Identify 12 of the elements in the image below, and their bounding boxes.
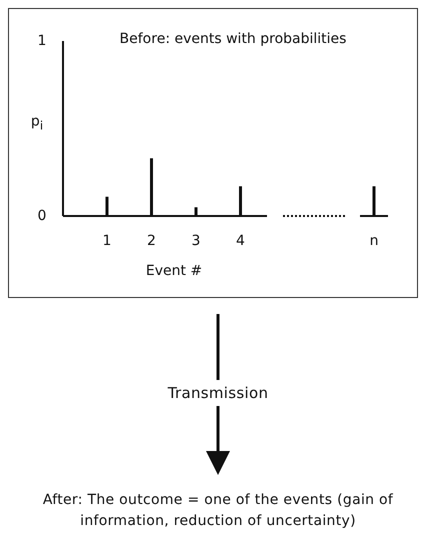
outcome-text: After: The outcome = one of the events (gain of information, reduction of uncertainty): [42, 491, 394, 531]
tick-label: 1: [102, 233, 112, 249]
tick-label: 3: [192, 233, 200, 249]
chart-panel: [8, 8, 418, 298]
chart-title: Before: events with probabilities: [120, 31, 346, 47]
tick-label: 2: [147, 233, 156, 249]
axis-label: p$_{i}$: [30, 114, 44, 132]
tick-label: 4: [236, 233, 245, 249]
tick-label: 1: [38, 33, 46, 49]
axis-label: Event #: [146, 263, 202, 279]
tick-label: 0: [38, 208, 46, 224]
tick-label: n: [370, 233, 378, 249]
